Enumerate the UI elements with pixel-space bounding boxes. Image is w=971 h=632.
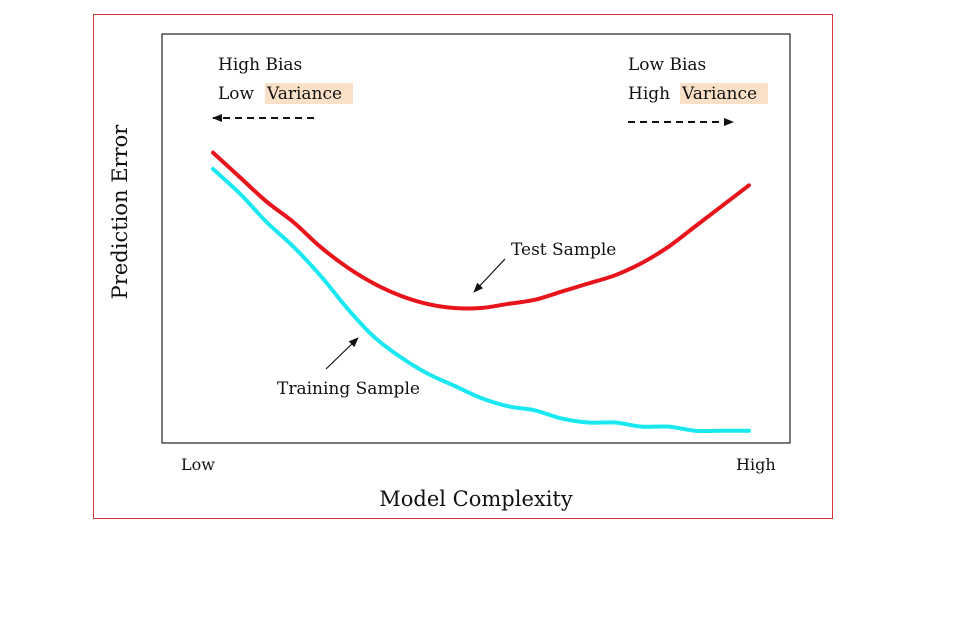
training-sample-label: Training Sample	[277, 379, 420, 399]
test-sample-label: Test Sample	[511, 240, 616, 260]
test-sample-series-line	[211, 150, 751, 311]
x-tick-low: Low	[181, 455, 215, 474]
right-variance-prefix: High	[628, 84, 670, 104]
series-layer	[211, 150, 751, 434]
left-bias-label: High Bias	[218, 55, 302, 75]
x-tick-high: High	[736, 455, 776, 474]
test-sample-arrow	[473, 258, 506, 293]
left-variance-prefix: Low	[218, 84, 255, 104]
plot-area	[161, 33, 791, 444]
training-sample-series-line	[211, 166, 751, 434]
left-variance-highlight	[265, 83, 353, 104]
right-variance-highlight	[680, 83, 768, 104]
left-variance-word: Variance	[266, 84, 342, 104]
right-bias-label: Low Bias	[628, 55, 706, 75]
y-axis-label: Prediction Error	[108, 124, 132, 300]
x-axis-label: Model Complexity	[379, 487, 573, 511]
right-variance-word: Variance	[681, 84, 757, 104]
figure-frame	[93, 14, 833, 519]
training-sample-arrow	[325, 337, 359, 370]
